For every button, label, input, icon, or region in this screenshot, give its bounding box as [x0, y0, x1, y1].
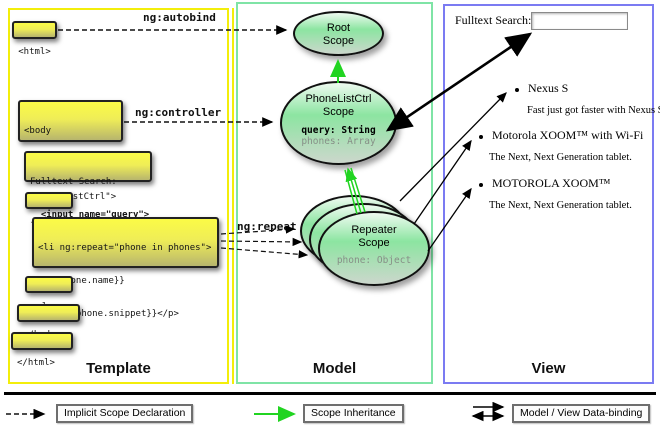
root-scope-ellipse: Root Scope: [293, 11, 384, 56]
phone-name: Motorola XOOM™ with Wi-Fi: [492, 128, 644, 142]
root-scope-title: Scope: [322, 35, 355, 47]
code-line: {{phone.name}}: [38, 276, 125, 286]
code-line: <li ng:repeat="phone in phones">: [38, 243, 212, 253]
bullet-icon: [479, 183, 483, 187]
root-scope-title: Root: [326, 22, 351, 34]
repeater-scope-title: Scope: [358, 237, 390, 249]
code-box-html-close: </html>: [11, 332, 73, 368]
legend-scope-inheritance: Scope Inheritance: [303, 404, 404, 423]
code-line: <p>{{phone.snippet}}</p>: [38, 309, 179, 319]
code-box-html-open: <html>: [12, 21, 57, 57]
ng-controller-label: ng:controller: [135, 106, 222, 119]
bullet-icon: [479, 135, 483, 139]
phonelistctrl-scope-title: Scope: [322, 106, 355, 118]
code-line: Fulltext Search:: [30, 177, 117, 187]
code-box-body-close: </body>: [17, 304, 80, 340]
legend-implicit-scope-declaration: Implicit Scope Declaration: [56, 404, 194, 423]
fulltext-search-label: Fulltext Search:: [455, 13, 532, 27]
ng-repeat-label: ng:repeat: [237, 220, 297, 233]
code-line: <html>: [18, 47, 51, 57]
phone-snippet: The Next, Next Generation tablet.: [489, 152, 632, 163]
code-box-ul-open: <ul>: [25, 192, 73, 228]
scope-prop-phone: phone: Object: [336, 255, 412, 266]
bullet-icon: [515, 88, 519, 92]
phone-snippet: The Next, Next Generation tablet.: [489, 200, 632, 211]
phonelistctrl-scope-ellipse: PhoneListCtrl Scope query: String phones…: [280, 81, 397, 165]
code-box-ul-close: <ul>: [25, 276, 73, 312]
code-line: <body: [24, 126, 52, 136]
model-region: Model: [236, 2, 433, 384]
template-region-label: Template: [86, 360, 151, 377]
view-region-label: View: [531, 360, 566, 377]
model-region-label: Model: [312, 360, 357, 377]
template-region-inner-border: [232, 8, 234, 384]
phone-snippet: Fast just got faster with Nexus S.: [527, 105, 660, 116]
legend-model-view-data-binding: Model / View Data-binding: [512, 404, 651, 423]
ng-autobind-label: ng:autobind: [143, 11, 216, 24]
phone-name: Nexus S: [528, 81, 569, 95]
code-line: <input name="query">: [30, 210, 150, 220]
phonelistctrl-scope-title: PhoneListCtrl: [305, 93, 372, 105]
code-box-body-open: <body ng:controller= "PhoneListCtrl">: [18, 100, 123, 202]
code-line: </html>: [17, 358, 55, 368]
repeater-scope-ellipse-front: Repeater Scope phone: Object: [318, 211, 430, 286]
code-box-fulltext-input: Fulltext Search: <input name="query">: [24, 151, 152, 220]
view-region: View: [443, 4, 654, 384]
scope-prop-query: query: String: [301, 125, 376, 136]
code-box-li-repeat: <li ng:repeat="phone in phones"> {{phone…: [32, 217, 219, 352]
repeater-scope-title: Repeater: [351, 224, 397, 236]
phone-name: MOTOROLA XOOM™: [492, 176, 611, 190]
fulltext-search-input[interactable]: [531, 12, 628, 30]
scope-prop-phones: phones: Array: [301, 136, 376, 147]
legend-separator-line: [4, 392, 656, 395]
